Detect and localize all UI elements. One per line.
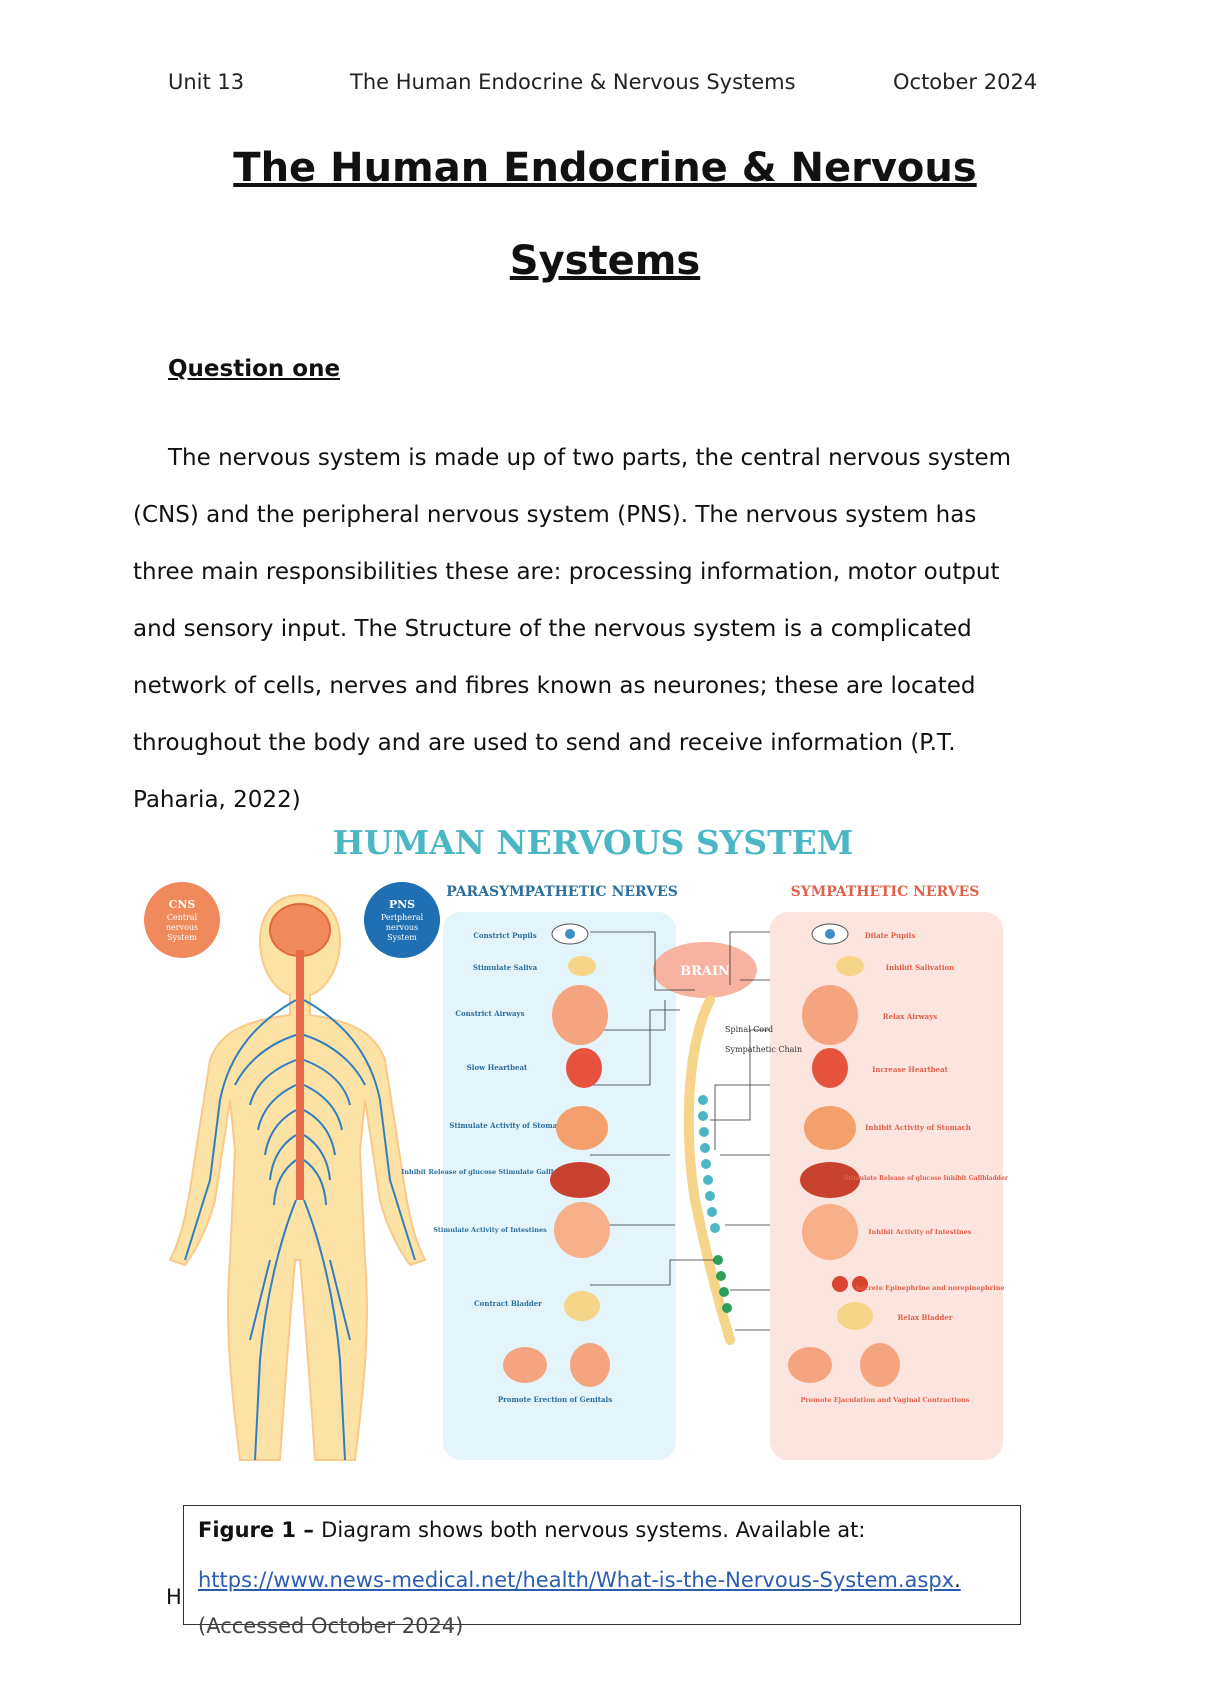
salivary-gland-icon [568, 956, 596, 976]
sympathetic-items: Dilate Pupils Inhibit Salivation Relax A… [788, 923, 1009, 1404]
paragraph-line: (CNS) and the peripheral nervous system … [133, 502, 977, 528]
stomach-icon [556, 1106, 608, 1150]
brain-label: BRAIN [680, 964, 730, 979]
pns-badge-line: Peripheral [381, 913, 424, 922]
caption-line-2: https://www.news-medical.net/health/What… [198, 1568, 961, 1592]
caption-line-1: Figure 1 – Diagram shows both nervous sy… [198, 1518, 865, 1542]
para-item: Inhibit Release of glucose Stimulate Gal… [401, 1168, 579, 1176]
cns-badge-line: nervous [166, 923, 198, 932]
header-date: October 2024 [893, 70, 1038, 94]
uterus-icon [503, 1347, 547, 1383]
cns-badge-label: CNS [169, 898, 196, 911]
salivary-gland-icon [836, 956, 864, 976]
symp-item: Promote Ejaculation and Vaginal Contract… [800, 1396, 969, 1404]
symp-item: Relax Bladder [897, 1313, 952, 1322]
intestines-icon [802, 1204, 858, 1260]
sympathetic-heading: SYMPATHETIC NERVES [791, 884, 980, 900]
para-item: Stimulate Activity of Intestines [433, 1226, 547, 1234]
symp-item: Stimulate Release of glucose Inhibit Gal… [844, 1175, 1009, 1182]
cns-badge-line: System [167, 933, 197, 942]
paragraph-line: The nervous system is made up of two par… [168, 445, 1012, 471]
spinal-cord-label: Spinal Cord [725, 1025, 773, 1034]
spinal-column-icon [683, 995, 735, 1345]
liver-icon [800, 1162, 860, 1198]
lungs-icon [802, 985, 858, 1045]
document-title-line-1: The Human Endocrine & Nervous [233, 145, 977, 191]
nervous-system-figure: HUMAN NERVOUS SYSTEM CNS Central nervous… [144, 823, 1009, 1461]
symp-item: Secrete Epinephrine and norepinephrine [855, 1284, 1004, 1292]
header-title: The Human Endocrine & Nervous Systems [350, 70, 796, 94]
caption-text: Diagram shows both nervous systems. Avai… [321, 1518, 866, 1542]
spinal-cord-icon [296, 950, 304, 1200]
parasympathetic-items: Constrict Pupils Stimulate Saliva Constr… [401, 923, 612, 1404]
lungs-icon [552, 985, 608, 1045]
para-item: Stimulate Activity of Stomach [449, 1121, 566, 1130]
sympathetic-chain-label: Sympathetic Chain [725, 1045, 802, 1054]
male-reproductive-icon [570, 1343, 610, 1387]
paragraph-line: network of cells, nerves and fibres know… [133, 673, 976, 699]
pns-badge-line: System [387, 933, 417, 942]
parasympathetic-heading: PARASYMPATHETIC NERVES [446, 884, 678, 900]
paragraph-line: and sensory input. The Structure of the … [133, 616, 972, 642]
symp-item: Dilate Pupils [865, 931, 916, 940]
bladder-icon [564, 1291, 600, 1321]
symp-item: Inhibit Activity of Stomach [865, 1123, 971, 1132]
intestines-icon [554, 1202, 610, 1258]
cns-badge: CNS Central nervous System [144, 882, 220, 958]
symp-item: Increase Heartbeat [872, 1065, 949, 1074]
caption-tail: . [954, 1568, 961, 1592]
brain-icon [269, 903, 331, 957]
pns-badge-line: nervous [386, 923, 418, 932]
para-item: Promote Erection of Genitals [498, 1395, 612, 1404]
uterus-icon [788, 1347, 832, 1383]
kidney-icon [852, 1276, 868, 1292]
para-item: Stimulate Saliva [473, 963, 538, 972]
symp-item: Inhibit Activity of Intestines [869, 1228, 972, 1236]
caption-line-3-cut: (Accessed October 2024) [198, 1614, 464, 1638]
figure-title: HUMAN NERVOUS SYSTEM [333, 823, 854, 862]
nerve-network-icon [184, 999, 416, 1461]
paragraph-line: Paharia, 2022) [133, 787, 301, 813]
human-body-illustration [168, 893, 427, 1461]
stray-character: H [166, 1585, 182, 1609]
para-item: Contract Bladder [474, 1299, 542, 1308]
stomach-icon [804, 1106, 856, 1150]
caption-label: Figure 1 – [198, 1518, 322, 1542]
document-title-line-2: Systems [509, 238, 701, 284]
heart-icon [812, 1048, 848, 1088]
header-unit: Unit 13 [168, 70, 245, 94]
symp-item: Inhibit Salivation [886, 963, 955, 972]
vertebrae-icon [698, 1095, 720, 1233]
brain-icon [653, 942, 757, 998]
liver-icon [550, 1162, 610, 1198]
paragraph-line: three main responsibilities these are: p… [133, 559, 1000, 585]
cns-badge-line: Central [167, 913, 198, 922]
bladder-icon [837, 1302, 873, 1330]
pns-badge-label: PNS [389, 898, 415, 911]
kidney-icon [832, 1276, 848, 1292]
question-heading: Question one [168, 356, 341, 382]
pns-badge: PNS Peripheral nervous System [364, 882, 440, 958]
symp-item: Relax Airways [883, 1012, 937, 1021]
para-item: Constrict Pupils [473, 931, 536, 940]
body-paragraph: The nervous system is made up of two par… [133, 430, 1093, 829]
figure-caption-box: Figure 1 – Diagram shows both nervous sy… [183, 1505, 1021, 1638]
male-reproductive-icon [860, 1343, 900, 1387]
paragraph-line: throughout the body and are used to send… [133, 730, 956, 756]
para-item: Slow Heartbeat [467, 1063, 528, 1072]
caption-link[interactable]: https://www.news-medical.net/health/What… [198, 1568, 955, 1592]
sacral-nodes-icon [713, 1255, 732, 1313]
para-item: Constrict Airways [455, 1009, 524, 1018]
heart-icon [566, 1048, 602, 1088]
